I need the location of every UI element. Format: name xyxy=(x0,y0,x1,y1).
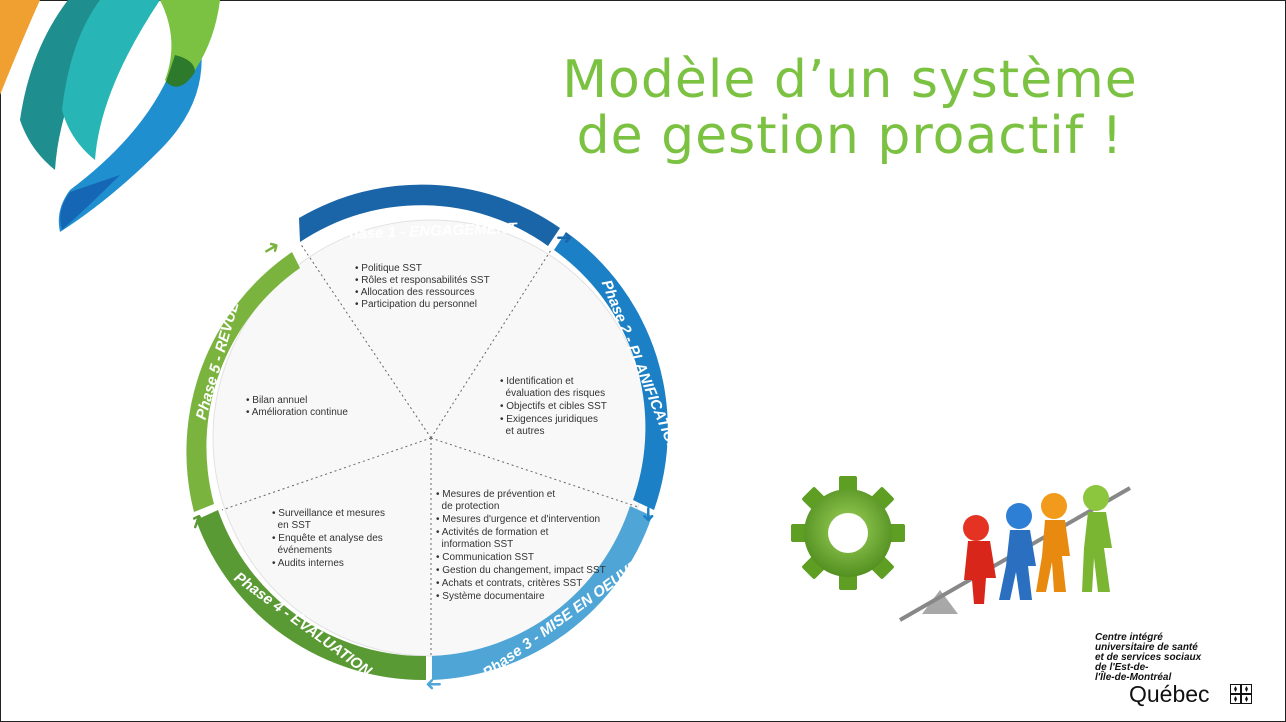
phase3-items: • Mesures de prévention et de protection… xyxy=(436,489,606,602)
phase5-item: • Bilan annuel xyxy=(246,395,307,406)
title-line-1: Modèle d’un système xyxy=(562,50,1138,110)
phase2-item: • Objectifs et cibles SST xyxy=(500,401,607,412)
quebec-flag-icon xyxy=(1230,684,1252,704)
gear-teamwork-illustration xyxy=(791,476,1131,622)
arrow-icon-p5: ➜ xyxy=(258,233,285,262)
phase3-item: • Mesures d'urgence et d'intervention xyxy=(436,514,600,525)
phase5-item: • Amélioration continue xyxy=(246,407,348,418)
swoosh-blue-dark xyxy=(60,175,120,230)
org-line: Centre intégré xyxy=(1095,632,1163,643)
phase3-item: information SST xyxy=(436,539,513,550)
arrow-icon-p3: ➜ xyxy=(425,673,442,697)
phase4-item: • Enquête et analyse des xyxy=(272,533,383,544)
org-line: de l'Est-de- xyxy=(1095,662,1149,673)
title-line-2: de gestion proactif ! xyxy=(576,106,1124,166)
phase1-arc xyxy=(299,184,560,246)
segment-dividers xyxy=(221,242,639,656)
person-green xyxy=(1082,485,1112,592)
phase2-item: • Identification et xyxy=(500,376,574,387)
person-red xyxy=(963,515,996,604)
phase1-item: • Politique SST xyxy=(355,263,422,274)
phase4-arc xyxy=(196,510,426,681)
phase5-items: • Bilan annuel • Amélioration continue xyxy=(246,395,348,418)
phase3-item: • Gestion du changement, impact SST xyxy=(436,565,606,576)
slide-title: Modèle d’un système de gestion proactif … xyxy=(490,52,1210,164)
phase1-label: Phase 1 - ENGAGEMENT xyxy=(339,220,519,243)
phase3-item: • Mesures de prévention et xyxy=(436,489,555,500)
phase4-item: • Surveillance et mesures xyxy=(272,508,385,519)
person-orange xyxy=(1036,493,1070,592)
org-line: et de services sociaux xyxy=(1095,652,1202,663)
swoosh-green-dark xyxy=(166,55,195,87)
phase1-items: • Politique SST • Rôles et responsabilit… xyxy=(355,263,490,310)
phase4-item: en SST xyxy=(272,520,311,531)
phase1-item: • Rôles et responsabilités SST xyxy=(355,275,490,286)
phase3-item: • Achats et contrats, critères SST xyxy=(436,578,582,589)
phase2-items: • Identification et évaluation des risqu… xyxy=(500,376,607,437)
decorative-swooshes xyxy=(0,0,220,232)
org-name: Centre intégré universitaire de santé et… xyxy=(1095,633,1201,683)
phase3-item: • Activités de formation et xyxy=(436,527,549,538)
org-line: universitaire de santé xyxy=(1095,642,1198,653)
phase2-arc xyxy=(554,232,668,510)
phase5-arc xyxy=(186,252,300,512)
phase4-items: • Surveillance et mesures en SST • Enquê… xyxy=(272,508,385,569)
phase1-item: • Participation du personnel xyxy=(355,299,477,310)
fulcrum xyxy=(922,590,958,614)
phase4-item: • Audits internes xyxy=(272,558,344,569)
phase3-item: • Communication SST xyxy=(436,552,534,563)
gear-icon xyxy=(791,476,905,590)
phase1-item: • Allocation des ressources xyxy=(355,287,475,298)
phase2-item: évaluation des risques xyxy=(500,388,605,399)
cycle-diagram: ➜ ➜ ➜ ➜ ➜ Phase 1 - ENGAGEMENT Phase 2 -… xyxy=(182,184,683,697)
phase3-item: • Système documentaire xyxy=(436,591,545,602)
phase3-item: de protection xyxy=(436,501,499,512)
arrow-icon-p1: ➜ xyxy=(556,225,573,249)
org-line: l'Île-de-Montréal xyxy=(1095,672,1172,683)
arrow-icon-p4: ➜ xyxy=(182,509,210,533)
phase2-item: et autres xyxy=(500,426,544,437)
person-blue xyxy=(999,503,1036,600)
phase4-item: événements xyxy=(272,545,332,556)
arrow-icon-p2: ➜ xyxy=(637,506,661,523)
phase2-item: • Exigences juridiques xyxy=(500,414,598,425)
swoosh-orange xyxy=(0,0,40,95)
swoosh-teal xyxy=(62,0,160,160)
phase3-arc xyxy=(432,506,652,680)
quebec-wordmark: Québec xyxy=(1129,681,1210,707)
